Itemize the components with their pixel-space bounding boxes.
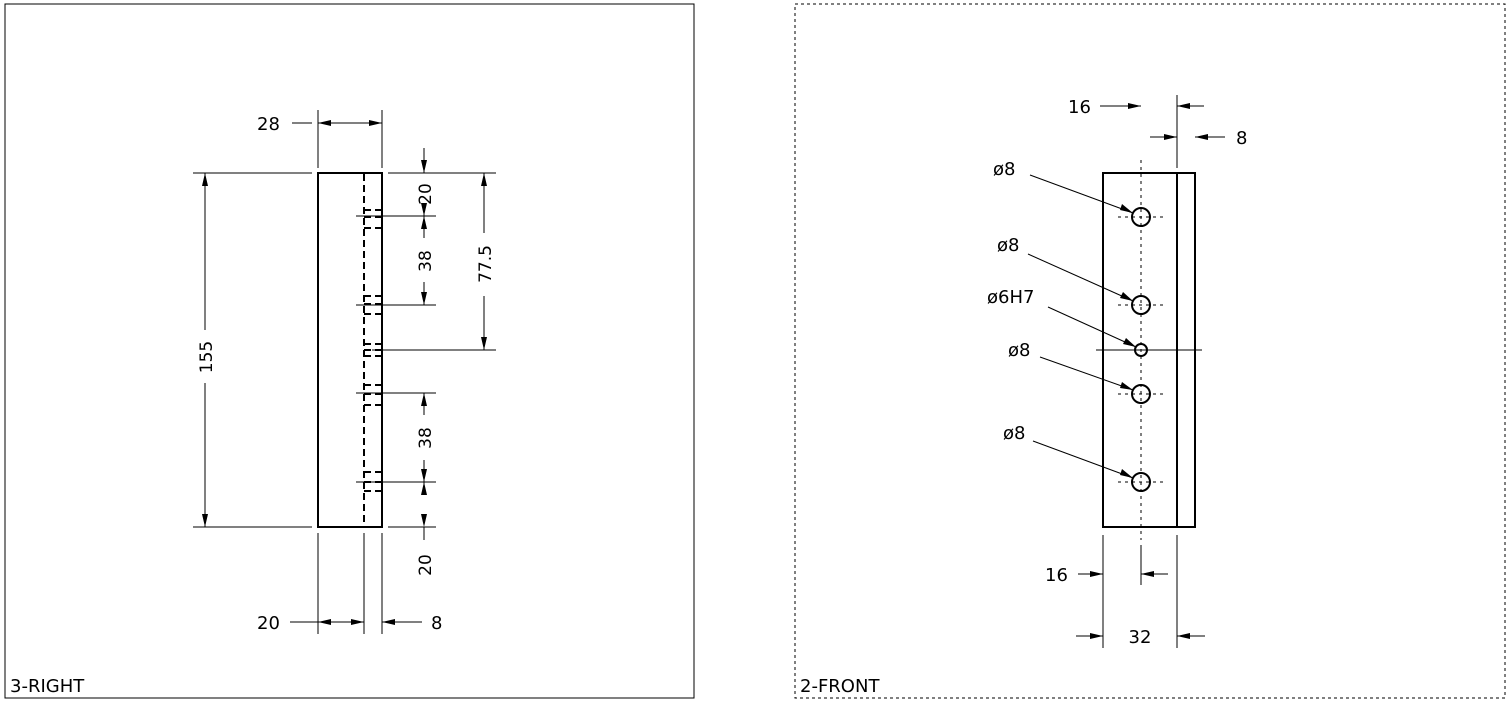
dim-upper-spacing: 38 [416,216,436,305]
dim-bottom-offset-value: 20 [416,554,436,576]
hole [1131,472,1151,492]
dim-lower-spacing-value: 38 [416,427,436,449]
hole [1131,384,1151,404]
dim-top-width: 28 [257,114,382,135]
right-view-frame [4,3,695,699]
dim-overall-height-value: 155 [197,341,217,373]
hidden-hole-marks [356,209,392,492]
dim-bottom-left-width-value: 20 [257,613,280,634]
dim-upper-spacing-value: 38 [416,250,436,272]
dim-front-top-right: 8 [1150,128,1247,149]
dim-top-offset-value: 20 [416,183,436,205]
front-view-extension-lines [1102,95,1178,648]
front-view-label: 2-FRONT [800,676,880,697]
dim-front-top-right-value: 8 [1236,128,1247,149]
hole-callout: ø8 [1008,340,1030,361]
dim-front-bottom-offset: 16 [1045,565,1168,586]
dim-front-top-left-value: 16 [1068,97,1091,118]
dim-top-offset: 20 [416,148,436,216]
dim-front-overall-width: 32 [1076,627,1205,648]
front-view-holes [1131,207,1151,492]
dim-overall-height: 155 [197,173,217,527]
hole-leaders [1027,174,1137,479]
hole-callouts: ø8 ø8 ø6H7 ø8 ø8 [987,159,1034,444]
dim-lower-spacing: 38 [416,393,436,482]
dim-center-height: 77.5 [476,173,496,350]
right-view-extension-lines [193,110,496,634]
dim-bottom-widths: 20 8 [257,613,442,634]
dim-bottom-offset: 20 [416,482,436,576]
dim-front-top-left: 16 [1068,97,1204,118]
right-view-label: 3-RIGHT [10,676,85,697]
dim-bottom-right-width-value: 8 [431,613,442,634]
front-view-center-lines [1096,160,1202,540]
right-view: 3-RIGHT [4,3,695,699]
hole-callout: ø8 [997,235,1019,256]
hole-callout: ø6H7 [987,287,1034,308]
hole [1131,295,1151,315]
dim-front-overall-width-value: 32 [1129,627,1152,648]
front-view-frame [794,3,1506,699]
hole-callout: ø8 [1003,423,1025,444]
dim-center-height-value: 77.5 [476,245,496,283]
front-view: 2-FRONT [794,3,1506,699]
hole [1131,207,1151,227]
hole-callout: ø8 [993,159,1015,180]
dim-top-width-value: 28 [257,114,280,135]
dim-front-bottom-offset-value: 16 [1045,565,1068,586]
hole [1134,343,1148,357]
